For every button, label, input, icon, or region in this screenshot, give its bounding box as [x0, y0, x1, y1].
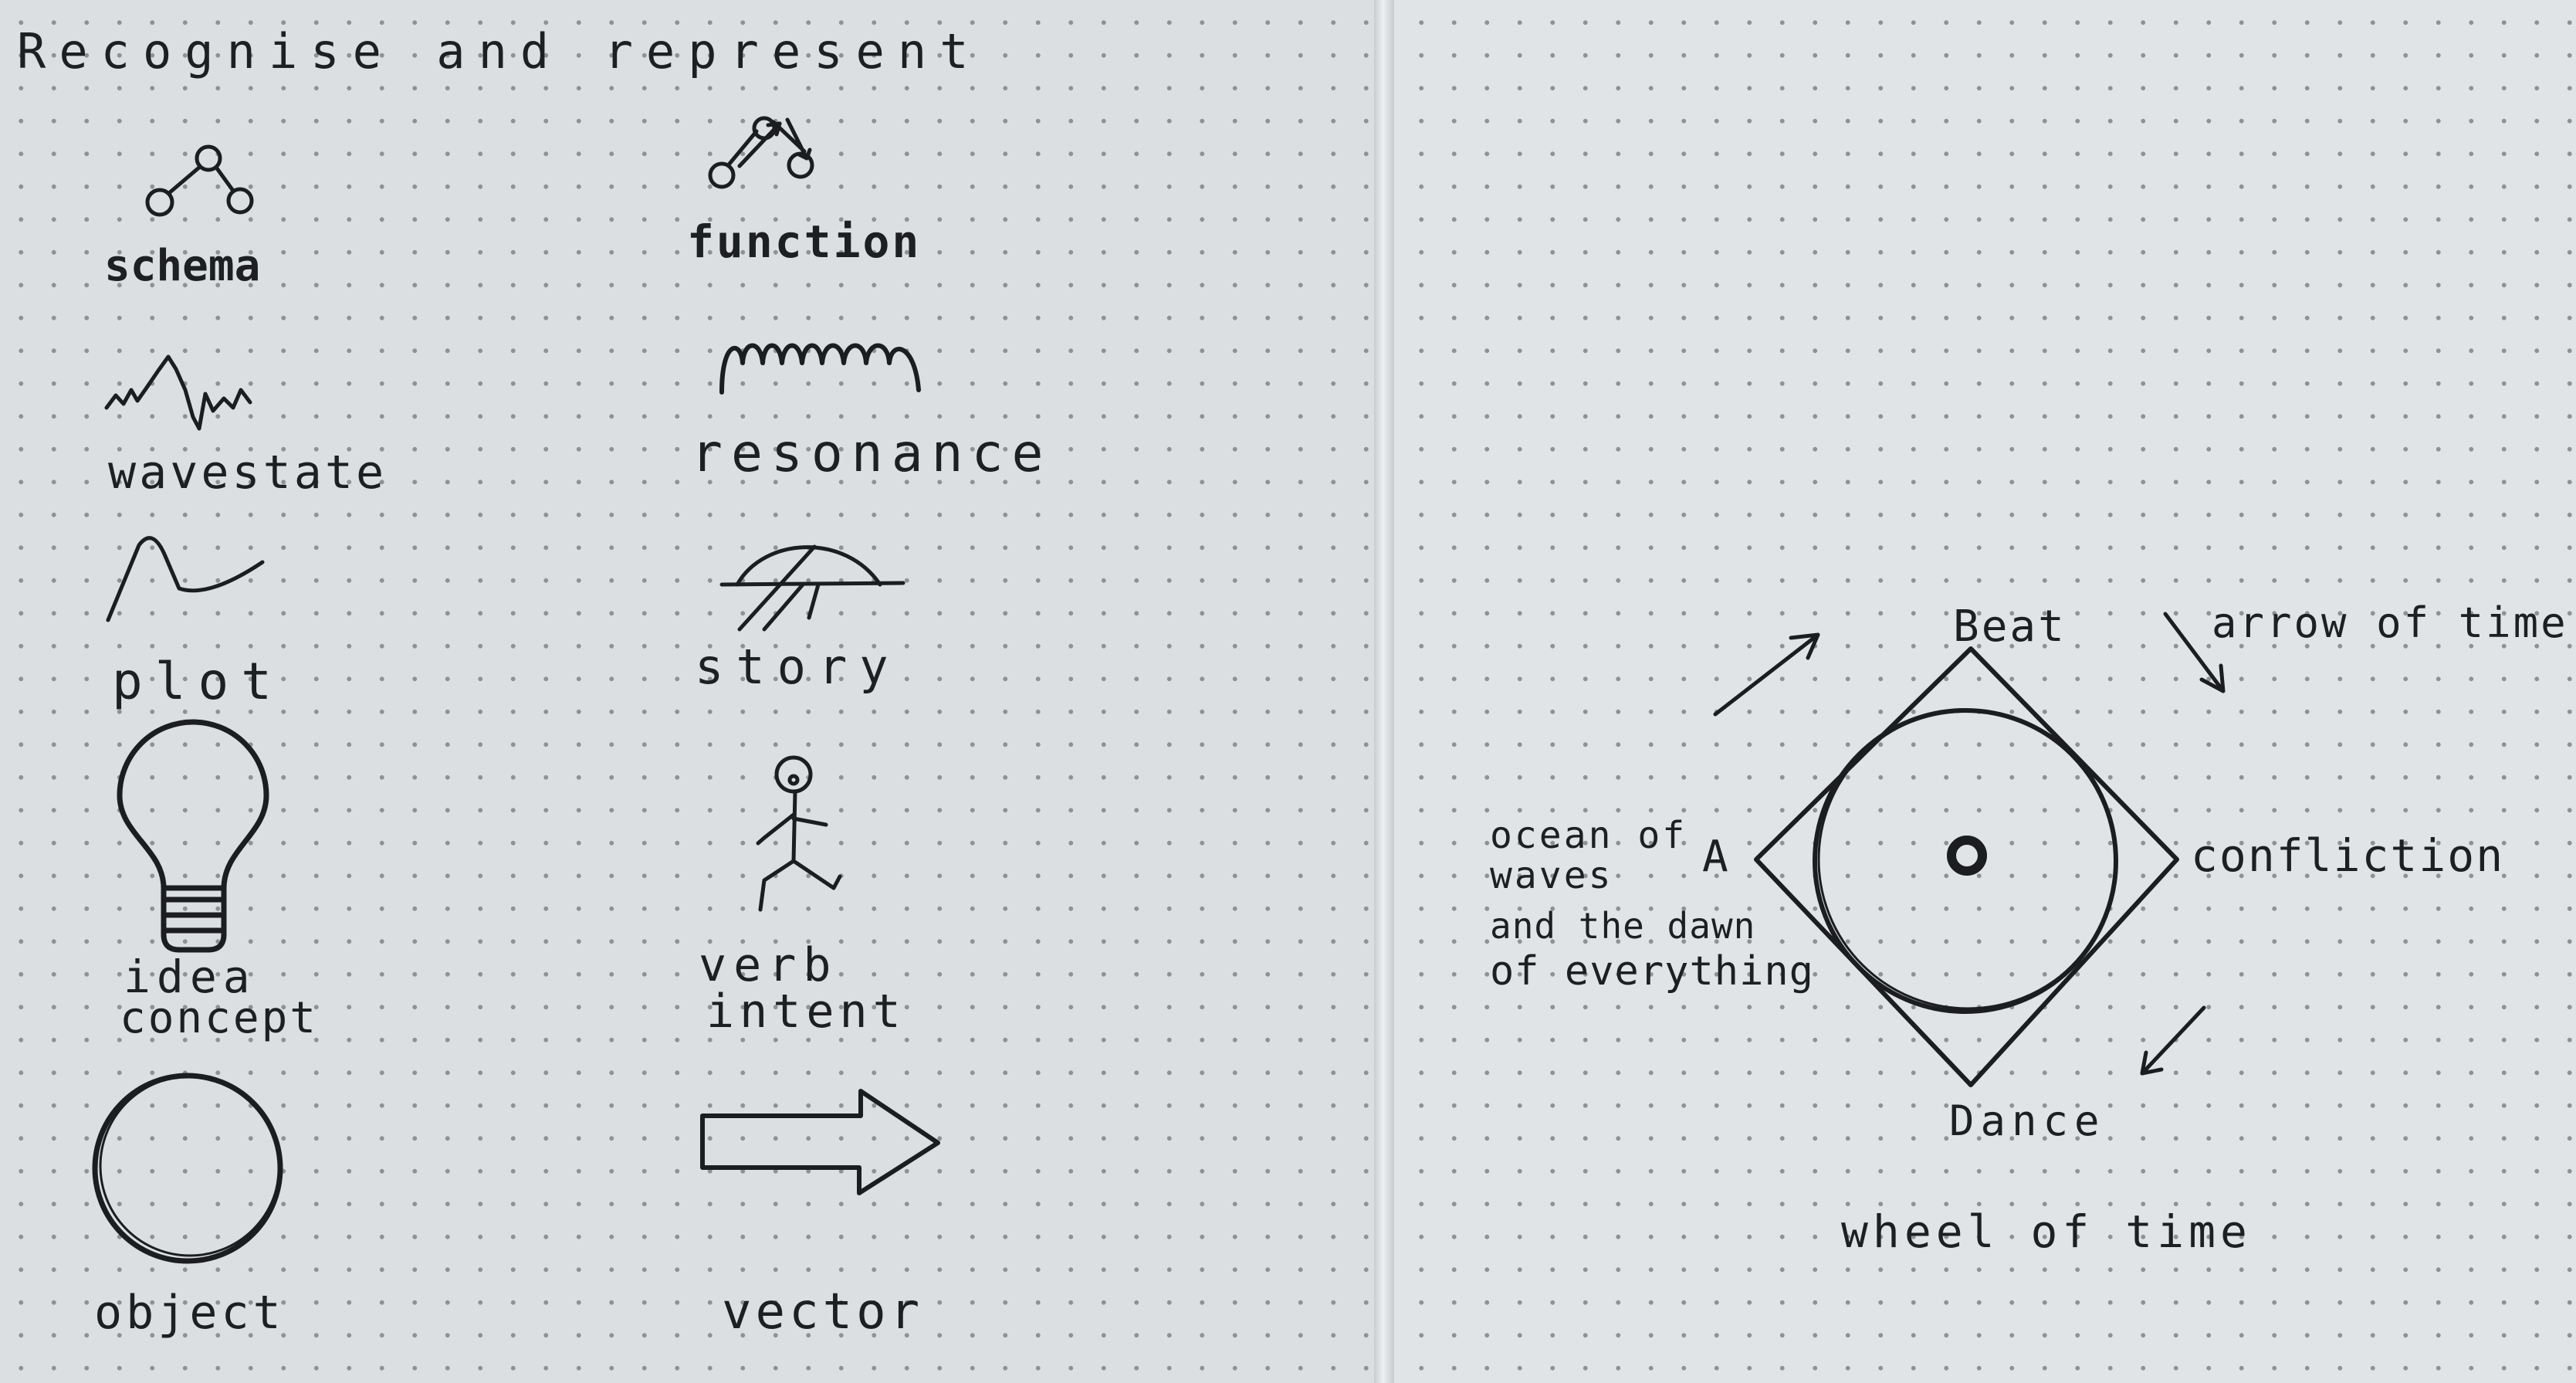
symbol-label-vector: vector [722, 1283, 923, 1341]
ocean-line-4: of everything [1490, 948, 1814, 995]
arrow-of-time-label: arrow of time [2212, 598, 2568, 647]
function-nodes-icon [708, 116, 814, 189]
lightbulb-icon [117, 719, 269, 953]
circle-icon [92, 1073, 283, 1264]
symbol-label-concept: concept [120, 993, 318, 1043]
wheel-label-vertex-a: A [1702, 832, 1728, 882]
wheel-center-dot [1947, 836, 1987, 876]
notebook-spine [1374, 0, 1394, 1383]
symbol-label-wavestate: wavestate [108, 446, 387, 500]
ocean-line-3: and the dawn [1490, 905, 1755, 947]
ocean-line-2: waves [1490, 854, 1613, 897]
wheel-diamond [1754, 646, 2179, 1087]
symbol-label-schema: schema [104, 241, 260, 291]
symbol-label-intent: intent [706, 985, 906, 1039]
schema-nodes-icon [145, 144, 254, 217]
page-title: Recognise and represent [17, 23, 982, 80]
arrow-up-right-icon [1713, 632, 1820, 717]
wheel-label-confliction: confliction [2191, 829, 2504, 882]
wave-loops-icon [719, 343, 921, 395]
arrow-icon [700, 1089, 940, 1195]
arrow-down-left-icon [2140, 1005, 2206, 1076]
symbol-label-story: story [695, 639, 901, 695]
wheel-label-beat: Beat [1953, 602, 2067, 652]
left-page [0, 0, 1379, 1383]
right-page [1390, 0, 2576, 1383]
symbol-label-function: function [687, 215, 921, 268]
symbol-label-idea: idea [124, 951, 256, 1003]
symbol-label-resonance: resonance [691, 423, 1051, 484]
plot-peak-icon [106, 536, 265, 622]
symbol-label-verb: verb [699, 938, 838, 992]
stick-figure-icon [756, 755, 842, 912]
arrow-down-right-icon [2163, 612, 2226, 693]
symbol-label-plot: plot [112, 652, 284, 711]
time-arrows [1713, 612, 2226, 1076]
story-arc-icon [719, 544, 905, 632]
waveform-icon [104, 354, 252, 431]
wheel-caption: wheel of time [1841, 1205, 2252, 1258]
symbol-label-object: object [94, 1286, 285, 1340]
ocean-line-1: ocean of [1490, 814, 1687, 857]
wheel-diagram [1754, 646, 2179, 1087]
wheel-label-dance: Dance [1949, 1097, 2106, 1145]
